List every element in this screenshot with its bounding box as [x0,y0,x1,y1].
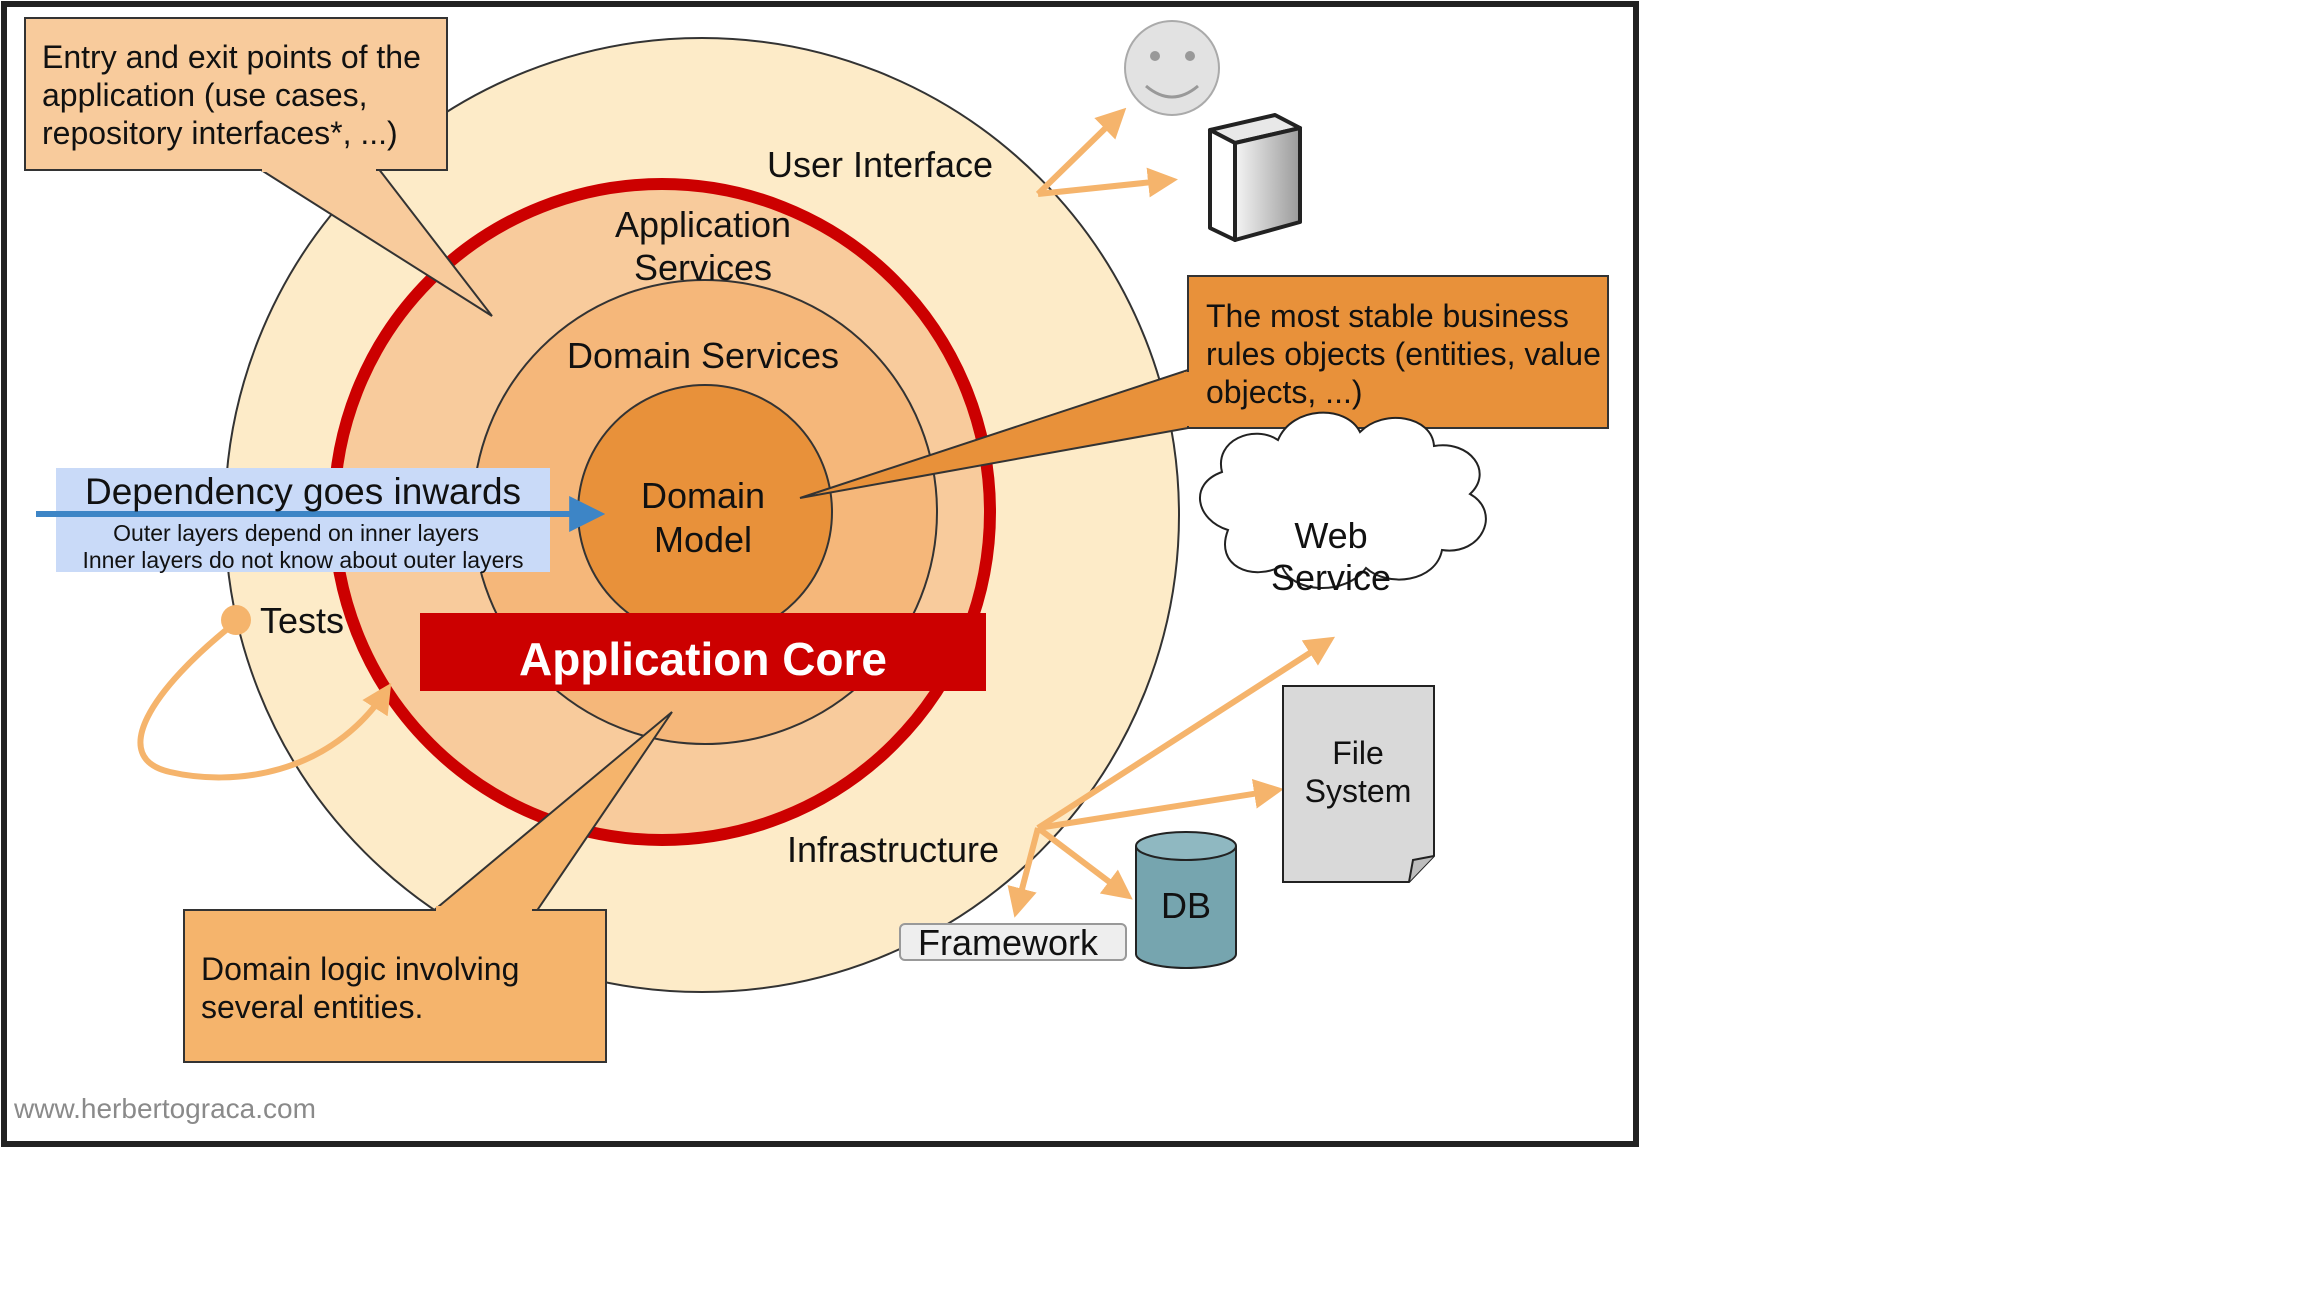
web-service-label-line2: Service [1271,557,1391,598]
infra-to-webservice-arrow [1036,636,1336,831]
application-core-label: Application Core [519,633,887,685]
application-core-bar [420,613,986,691]
watermark-text: www.herbertograca.com [13,1093,316,1124]
domain-logic-callout-line2: several entities. [201,989,423,1025]
stable-rules-callout-line3: objects, ...) [1206,374,1363,410]
domain-logic-callout-joint [436,906,532,914]
domain-model-label-line1: Domain [641,475,765,516]
server-icon [1208,113,1302,242]
ui-to-user-arrow [1035,107,1127,197]
domain-logic-callout-box [183,909,607,1063]
framework-box [899,923,1127,961]
web-service-label-line1: Web [1294,515,1367,556]
file-system-label-line1: File [1332,735,1384,771]
user-interface-label: User Interface [767,144,993,185]
application-services-label-line1: Application [615,204,791,245]
infra-to-db-arrow [1036,825,1133,900]
file-system-document-icon [1282,685,1435,883]
infrastructure-label: Infrastructure [787,829,999,870]
dependency-banner-title: Dependency goes inwards [85,471,521,512]
domain-services-label: Domain Services [567,335,839,376]
entry-exit-callout-line3: repository interfaces*, ...) [42,115,398,151]
stable-rules-callout-joint [1184,372,1192,426]
tests-label: Tests [260,600,344,641]
domain-logic-callout-line1: Domain logic involving [201,951,519,987]
web-service-cloud-icon [1198,411,1487,589]
entry-exit-callout-line1: Entry and exit points of the [42,39,421,75]
db-label: DB [1161,885,1211,926]
domain-model-label-line2: Model [654,519,752,560]
tests-loop-arrow [137,619,392,781]
application-services-label-line2: Services [634,247,772,288]
stable-rules-callout-line1: The most stable business [1206,298,1569,334]
database-cylinder-icon [1135,831,1237,969]
infra-to-filesystem-arrow [1037,778,1284,831]
entry-exit-callout-box [24,17,448,171]
user-smiley-icon [1124,20,1220,116]
entry-exit-callout-line2: application (use cases, [42,77,368,113]
entry-exit-callout-joint [262,166,376,172]
tests-dot [221,605,251,635]
ui-to-server-arrow [1037,167,1178,198]
stable-rules-callout-box [1187,275,1609,429]
dependency-banner-line2: Inner layers do not know about outer lay… [82,547,523,573]
dependency-banner-line1: Outer layers depend on inner layers [113,520,479,546]
file-system-label-line2: System [1305,773,1412,809]
framework-label: Framework [918,922,1099,963]
stable-rules-callout-line2: rules objects (entities, value [1206,336,1601,372]
dependency-banner [56,468,550,572]
infra-to-framework-arrow [1007,827,1041,918]
